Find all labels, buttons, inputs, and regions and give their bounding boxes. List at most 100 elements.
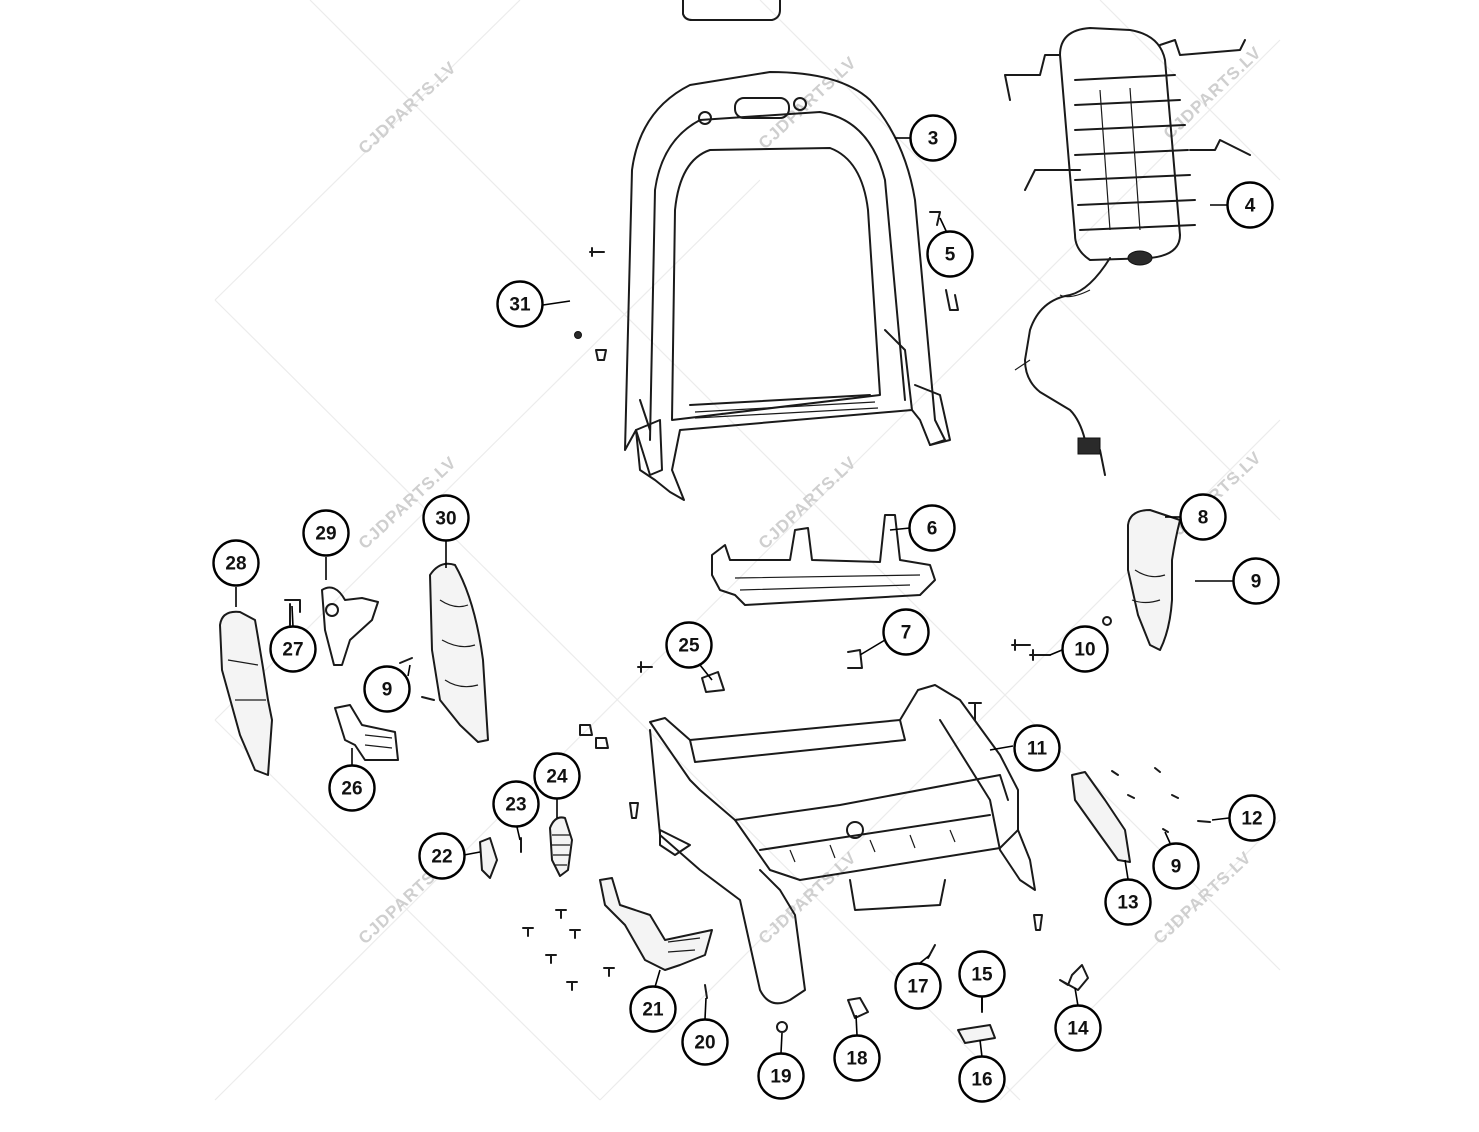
clip-part — [847, 997, 869, 1019]
svg-text:6: 6 — [927, 519, 938, 540]
callout-24: 24 — [533, 752, 581, 800]
callout-20: 20 — [681, 1018, 729, 1066]
svg-text:19: 19 — [770, 1067, 791, 1088]
svg-text:3: 3 — [928, 129, 939, 150]
callout-26: 26 — [328, 764, 376, 812]
watermark-text: CJDPARTS.LV — [355, 58, 461, 158]
pin-part — [284, 599, 301, 626]
svg-text:12: 12 — [1241, 809, 1262, 830]
side-panel — [429, 562, 489, 743]
side-bracket — [599, 877, 713, 971]
svg-text:15: 15 — [971, 965, 993, 986]
svg-text:30: 30 — [435, 509, 456, 530]
svg-text:24: 24 — [546, 767, 568, 788]
screw-part — [399, 657, 413, 664]
handle-pivot — [325, 603, 339, 617]
clip-part — [945, 289, 959, 311]
svg-text:17: 17 — [907, 977, 928, 998]
wire-harness-branch — [1014, 289, 1091, 371]
clip-part — [847, 649, 863, 669]
leader-lines — [235, 137, 1233, 1058]
callout-29: 29 — [302, 509, 350, 557]
svg-text:31: 31 — [509, 295, 531, 316]
callout-12: 12 — [1228, 794, 1276, 842]
screw-group-right — [1111, 767, 1211, 833]
callout-31: 31 — [496, 280, 544, 328]
callout-3: 3 — [909, 114, 957, 162]
svg-text:27: 27 — [282, 640, 303, 661]
callout-8: 8 — [1179, 493, 1227, 541]
callout-22: 22 — [418, 832, 466, 880]
svg-text:28: 28 — [225, 554, 246, 575]
bolt-part — [968, 702, 982, 721]
left-side-shield-detail — [227, 659, 266, 701]
svg-text:4: 4 — [1245, 196, 1256, 217]
callout-27: 27 — [269, 625, 317, 673]
bolt-part — [1033, 914, 1043, 931]
callout-6: 6 — [908, 504, 956, 552]
svg-text:26: 26 — [341, 779, 362, 800]
callout-4: 4 — [1226, 181, 1274, 229]
fastener-part — [595, 349, 607, 361]
svg-text:11: 11 — [1027, 739, 1048, 760]
svg-text:21: 21 — [642, 1000, 664, 1021]
watermark-text: CJDPARTS.LV — [755, 453, 861, 553]
recliner-mechanism-detail — [364, 734, 393, 749]
watermark-text: CJDPARTS.LV — [755, 53, 861, 153]
callout-7: 7 — [882, 608, 930, 656]
callout-14: 14 — [1054, 1004, 1102, 1052]
rail-cover — [1071, 771, 1131, 863]
svg-text:10: 10 — [1074, 640, 1095, 661]
height-adjuster-motor-detail — [552, 834, 570, 866]
callout-19: 19 — [757, 1052, 805, 1100]
plate-part — [957, 1024, 996, 1044]
nut-part — [776, 1021, 788, 1033]
svg-text:14: 14 — [1067, 1019, 1089, 1040]
bolt-part — [1011, 639, 1031, 651]
bolt-part — [629, 802, 639, 819]
bolt-part — [637, 661, 653, 673]
side-panel-detail — [439, 599, 479, 688]
bolt-part — [1029, 649, 1051, 661]
bolt-part — [579, 724, 593, 736]
callout-28: 28 — [212, 539, 260, 587]
bolt-cluster-lower-left — [522, 909, 615, 991]
svg-text:22: 22 — [431, 847, 452, 868]
callout-25: 25 — [665, 621, 713, 669]
callout-9-lower-right: 9 — [1152, 842, 1200, 890]
harness-connector — [1077, 437, 1101, 455]
svg-text:29: 29 — [315, 524, 336, 545]
fastener-part — [589, 247, 605, 257]
pin-part — [704, 984, 708, 999]
svg-text:9: 9 — [382, 680, 393, 701]
callout-23: 23 — [492, 780, 540, 828]
svg-text:20: 20 — [694, 1033, 715, 1054]
side-bracket-detail — [667, 937, 701, 953]
callout-10: 10 — [1061, 625, 1109, 673]
clip-part — [929, 211, 941, 226]
svg-text:9: 9 — [1171, 857, 1182, 878]
callout-11: 11 — [1013, 724, 1061, 772]
fastener-part — [574, 331, 582, 339]
screw-part — [421, 696, 435, 701]
svg-text:8: 8 — [1198, 508, 1209, 529]
svg-text:13: 13 — [1117, 893, 1138, 914]
callout-17: 17 — [894, 962, 942, 1010]
cross-bracket — [711, 514, 936, 606]
height-adjuster-motor — [549, 816, 573, 877]
bracket-part — [701, 671, 725, 693]
watermark-text: CJDPARTS.LV — [755, 848, 861, 948]
svg-text:5: 5 — [945, 245, 956, 266]
top-edge-part — [682, 0, 781, 21]
svg-text:7: 7 — [901, 623, 912, 644]
svg-text:25: 25 — [678, 636, 700, 657]
callout-13: 13 — [1104, 878, 1152, 926]
clip-part — [1059, 964, 1089, 991]
svg-text:23: 23 — [505, 795, 526, 816]
svg-text:18: 18 — [846, 1049, 867, 1070]
nut-part — [1102, 616, 1112, 626]
left-side-shield — [219, 610, 273, 776]
lumbar-support-mat — [1004, 27, 1251, 266]
watermark-text: CJDPARTS.LV — [1160, 43, 1266, 143]
